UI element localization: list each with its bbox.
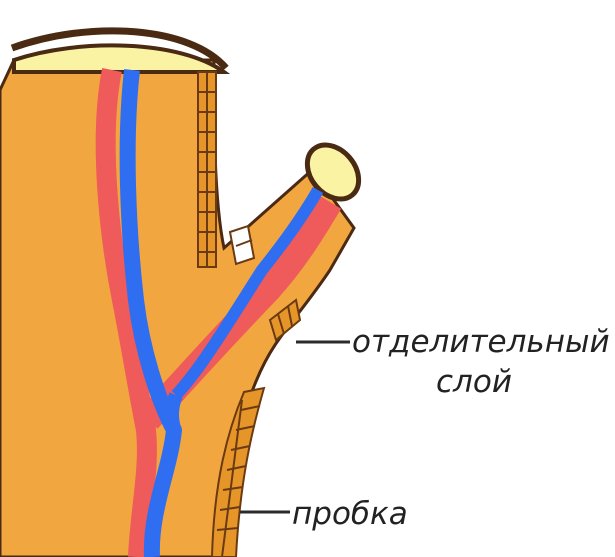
cork-cells-upper [198, 72, 216, 267]
trunk-cut-surface [14, 45, 224, 72]
label-separating-layer-line1: отделительный [352, 324, 610, 360]
vessel-blue-merge [172, 395, 176, 430]
label-separating-layer-line2: слой [436, 364, 512, 400]
label-cork: пробка [292, 496, 408, 532]
stem-body [0, 60, 354, 557]
